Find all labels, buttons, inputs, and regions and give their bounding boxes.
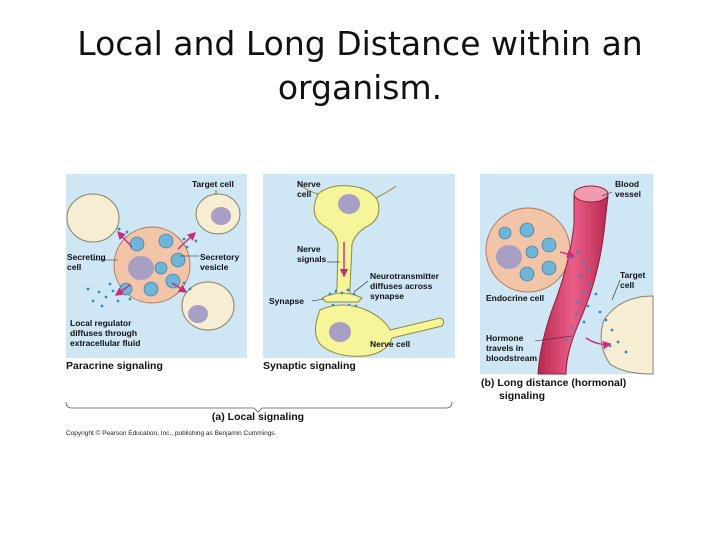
hormonal-target-cell (600, 295, 654, 375)
label-secretory-vesicle-2: vesicle (200, 262, 229, 272)
secretory-vesicles (119, 233, 186, 297)
synaptic-caption: Synaptic signaling (263, 360, 356, 372)
label-nerve-signals-1: Nerve (297, 244, 321, 254)
label-hormone-2: travels in (486, 343, 523, 353)
label-local-regulator-1: Local regulator (70, 318, 132, 328)
blood-vessel (537, 185, 609, 375)
label-neurotransmitter-2: diffuses across (370, 281, 433, 291)
label-local-regulator-3: extracellular fluid (70, 338, 140, 348)
label-target-cell-2: cell (620, 280, 634, 290)
paracrine-panel: Target cell Secreting cell Secretory ves… (66, 174, 247, 372)
target-cell-bottom-right (181, 281, 235, 331)
label-neurotransmitter-3: synapse (370, 291, 404, 301)
paracrine-arrows (114, 230, 197, 296)
axon-terminal (321, 292, 363, 303)
synaptic-leader-lines (311, 261, 369, 302)
nerve-cell-top (297, 181, 397, 301)
label-blood-vessel-1: Blood (615, 179, 639, 189)
label-nerve-signals-2: signals (297, 254, 327, 264)
hormonal-leader-lines (534, 191, 621, 342)
endocrine-cell (485, 207, 571, 293)
label-nerve-cell-top-2: cell (297, 189, 311, 199)
hormonal-caption-line-1: (b) Long distance (hormonal) (481, 377, 626, 389)
label-hormone-1: Hormone (486, 333, 524, 343)
label-secreting-cell-2: cell (67, 262, 81, 272)
synaptic-panel: Nerve cell Nerve signals Neurotransmitte… (263, 174, 455, 372)
slide-title: Local and Long Distance within an organi… (40, 22, 680, 110)
local-signaling-caption: (a) Local signaling (212, 411, 304, 423)
label-hormone-3: bloodstream (486, 353, 537, 363)
label-local-regulator-2: diffuses through (70, 328, 137, 338)
paracrine-leader-lines (91, 190, 217, 261)
label-target-cell-1: Target (620, 270, 646, 280)
hormonal-arrows (559, 250, 612, 350)
label-nerve-cell-top-1: Nerve (297, 179, 321, 189)
copyright-notice: Copyright © Pearson Education, Inc., pub… (66, 429, 277, 437)
label-synapse: Synapse (269, 296, 304, 306)
hormone-dots (564, 250, 628, 354)
hormonal-panel: Blood vessel Target cell Endocrine cell … (480, 174, 654, 402)
hormonal-caption-line-2: signaling (499, 390, 545, 402)
slide-title-line-1: Local and Long Distance within an (77, 24, 643, 63)
target-cell-left (66, 193, 120, 243)
local-signaling-bracket (65, 401, 453, 413)
paracrine-caption: Paracrine signaling (66, 360, 163, 372)
secreting-cell (113, 226, 191, 304)
label-neurotransmitter-1: Neurotransmitter (370, 271, 440, 281)
label-nerve-cell-bottom: Nerve cell (370, 339, 410, 349)
nerve-cell-bottom (315, 304, 445, 357)
label-target-cell: Target cell (192, 179, 234, 189)
label-blood-vessel-2: vessel (615, 189, 641, 199)
label-secretory-vesicle-1: Secretory (200, 252, 239, 262)
label-secreting-cell-1: Secreting (67, 252, 106, 262)
target-cell-top-right (195, 193, 241, 235)
label-endocrine-cell: Endocrine cell (486, 293, 544, 303)
slide-title-line-2: organism. (277, 68, 443, 107)
